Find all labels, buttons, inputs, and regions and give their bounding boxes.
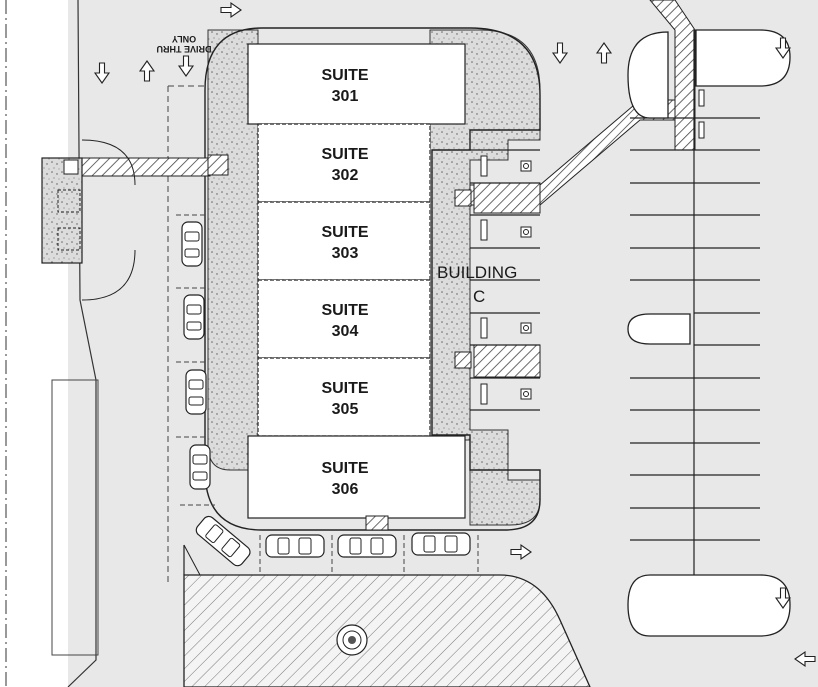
south-parking-row xyxy=(259,535,479,575)
suite-label: SUITE xyxy=(321,302,368,319)
left-strip xyxy=(0,0,68,687)
entry-marker-south xyxy=(365,515,389,531)
accessible-parking-icon xyxy=(520,322,532,334)
accessible-parking-icon xyxy=(520,160,532,172)
door-swing-north xyxy=(81,139,136,186)
island-northwest xyxy=(627,31,669,119)
suite-number: 305 xyxy=(332,401,359,418)
suite-301-box xyxy=(247,43,466,125)
suite-306-box xyxy=(247,435,466,519)
suite-label: SUITE xyxy=(321,224,368,241)
parked-car-icon xyxy=(337,534,397,558)
suite-304-box xyxy=(257,279,431,359)
building-envelope xyxy=(204,27,541,531)
suite-305-box xyxy=(257,357,431,437)
entry-marker-east xyxy=(454,351,472,369)
tree-symbol-icon xyxy=(336,624,368,656)
drive-thru-stall-dashes xyxy=(176,214,215,506)
suite-label: SUITE xyxy=(321,67,368,84)
island-south xyxy=(627,574,791,637)
suite-303-box xyxy=(257,201,431,281)
suite-number: 302 xyxy=(332,167,359,184)
accessible-parking-icon xyxy=(520,388,532,400)
landscape-east xyxy=(429,29,541,526)
parked-car-icon xyxy=(189,444,211,490)
parked-car-icon xyxy=(183,294,205,340)
menu-board-pad xyxy=(41,157,83,264)
drive-thru-marking: DRIVE THRU ONLY xyxy=(156,34,211,54)
building-label-line2: C xyxy=(473,287,485,306)
island-middle xyxy=(627,313,691,345)
accessible-parking-icon xyxy=(520,226,532,238)
accessible-aisle-1 xyxy=(473,182,541,214)
entry-marker-west xyxy=(207,154,229,176)
entry-marker-east xyxy=(454,189,472,207)
suite-number: 304 xyxy=(332,323,359,340)
drive-thru-line2: ONLY xyxy=(172,34,196,44)
building-label-line1: BUILDING xyxy=(437,263,517,282)
parked-car-icon xyxy=(185,369,207,415)
suite-label: SUITE xyxy=(321,460,368,477)
suite-label: SUITE xyxy=(321,146,368,163)
drive-thru-line1: DRIVE THRU xyxy=(156,44,211,54)
suite-label: SUITE xyxy=(321,380,368,397)
suite-302-box xyxy=(257,123,431,203)
parked-car-icon xyxy=(181,221,203,267)
south-hatched-area xyxy=(183,574,591,687)
parked-car-icon xyxy=(265,534,325,558)
door-swing-south xyxy=(81,249,136,301)
suite-number: 306 xyxy=(332,481,359,498)
sidewalk-outline xyxy=(51,379,99,656)
island-northeast xyxy=(695,29,791,87)
suite-number: 301 xyxy=(332,88,359,105)
parked-car-icon xyxy=(411,532,471,556)
suites-group: SUITE301SUITE302SUITE303SUITE304SUITE305… xyxy=(247,43,466,519)
accessible-aisle-2 xyxy=(473,344,541,378)
suite-number: 303 xyxy=(332,245,359,262)
